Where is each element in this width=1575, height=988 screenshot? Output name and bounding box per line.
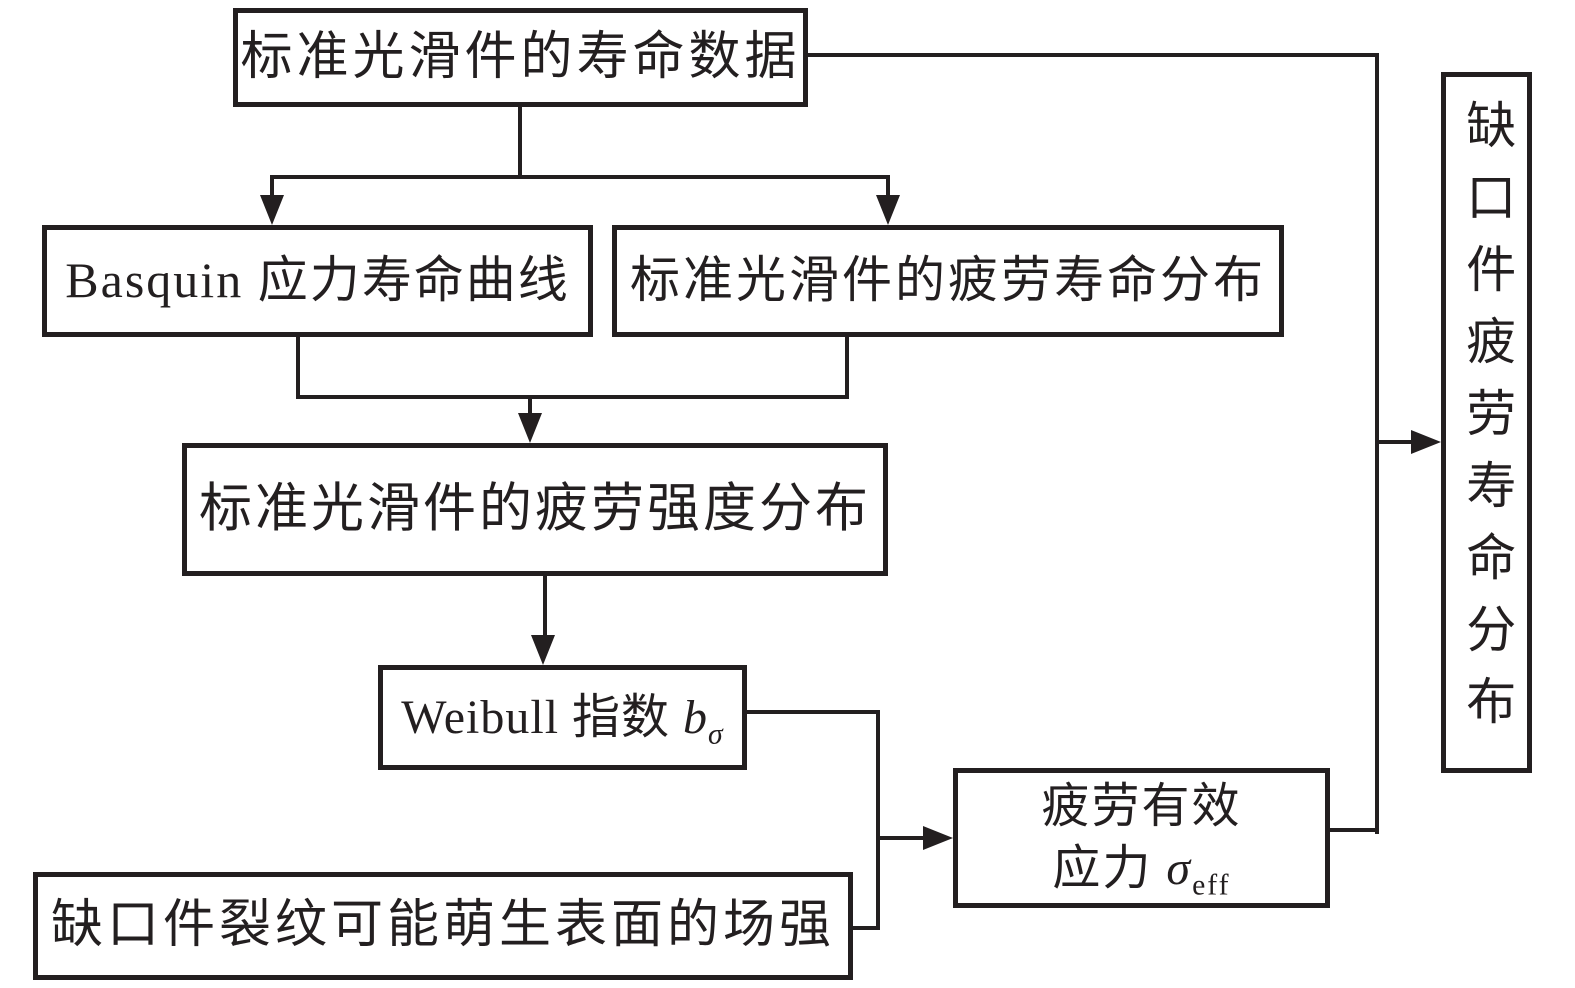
node-basquin: Basquin 应力寿命曲线 xyxy=(42,225,593,337)
arrowhead-to-result xyxy=(1411,430,1441,454)
eff-stress-line2-prefix: 应力 xyxy=(1052,842,1167,895)
arrowhead-to-basquin xyxy=(260,195,284,225)
eff-stress-symbol: σ xyxy=(1166,842,1193,895)
connector-split-left-drop xyxy=(270,175,274,199)
connector-left-bus xyxy=(876,710,880,930)
node-notch-field-label: 缺口件裂纹可能萌生表面的场强 xyxy=(50,897,835,955)
weibull-symbol: b xyxy=(683,690,709,744)
node-basquin-label: Basquin 应力寿命曲线 xyxy=(65,252,570,309)
node-life-dist-label: 标准光滑件的疲劳寿命分布 xyxy=(630,252,1266,309)
node-strength-dist: 标准光滑件的疲劳强度分布 xyxy=(182,443,888,576)
eff-stress-line1: 疲劳有效 xyxy=(1041,779,1242,833)
arrowhead-to-life-dist xyxy=(876,195,900,225)
connector-effstress-out xyxy=(1328,828,1379,832)
arrowhead-to-weibull xyxy=(531,635,555,665)
connector-weibull-out xyxy=(742,710,880,714)
node-weibull-label: Weibull 指数 bσ xyxy=(401,690,723,749)
arrowhead-to-strength-dist xyxy=(518,413,542,443)
connector-to-eff-stress xyxy=(878,836,925,840)
connector-strength-to-weibull xyxy=(543,576,547,638)
eff-stress-line2: 应力 σeff xyxy=(1052,838,1230,900)
eff-stress-subscript: eff xyxy=(1192,868,1231,902)
node-result: 缺口件疲劳寿命分布 xyxy=(1441,72,1532,773)
connector-basquin-drop xyxy=(296,335,300,399)
node-life-data-label: 标准光滑件的寿命数据 xyxy=(240,28,801,86)
weibull-subscript: σ xyxy=(708,717,724,751)
node-eff-stress: 疲劳有效 应力 σeff xyxy=(953,768,1330,908)
node-notch-field: 缺口件裂纹可能萌生表面的场强 xyxy=(33,872,853,980)
connector-lifedata-top-out xyxy=(806,53,1379,57)
node-life-dist: 标准光滑件的疲劳寿命分布 xyxy=(612,225,1284,337)
connector-merge-bar xyxy=(296,395,849,399)
connector-split-right-drop xyxy=(886,175,890,199)
node-weibull: Weibull 指数 bσ xyxy=(378,665,747,770)
connector-lifedist-drop xyxy=(845,335,849,399)
connector-split-bar xyxy=(270,175,890,179)
arrowhead-to-eff-stress xyxy=(923,826,953,850)
connector-lifedata-stem xyxy=(518,105,522,179)
node-result-label: 缺口件疲劳寿命分布 xyxy=(1459,98,1516,747)
node-strength-dist-label: 标准光滑件的疲劳强度分布 xyxy=(199,480,871,539)
weibull-prefix: Weibull 指数 xyxy=(401,690,684,744)
node-life-data: 标准光滑件的寿命数据 xyxy=(233,8,808,107)
connector-to-result xyxy=(1377,440,1413,444)
connector-notch-out xyxy=(848,926,880,930)
connector-merge-stem xyxy=(528,395,532,416)
